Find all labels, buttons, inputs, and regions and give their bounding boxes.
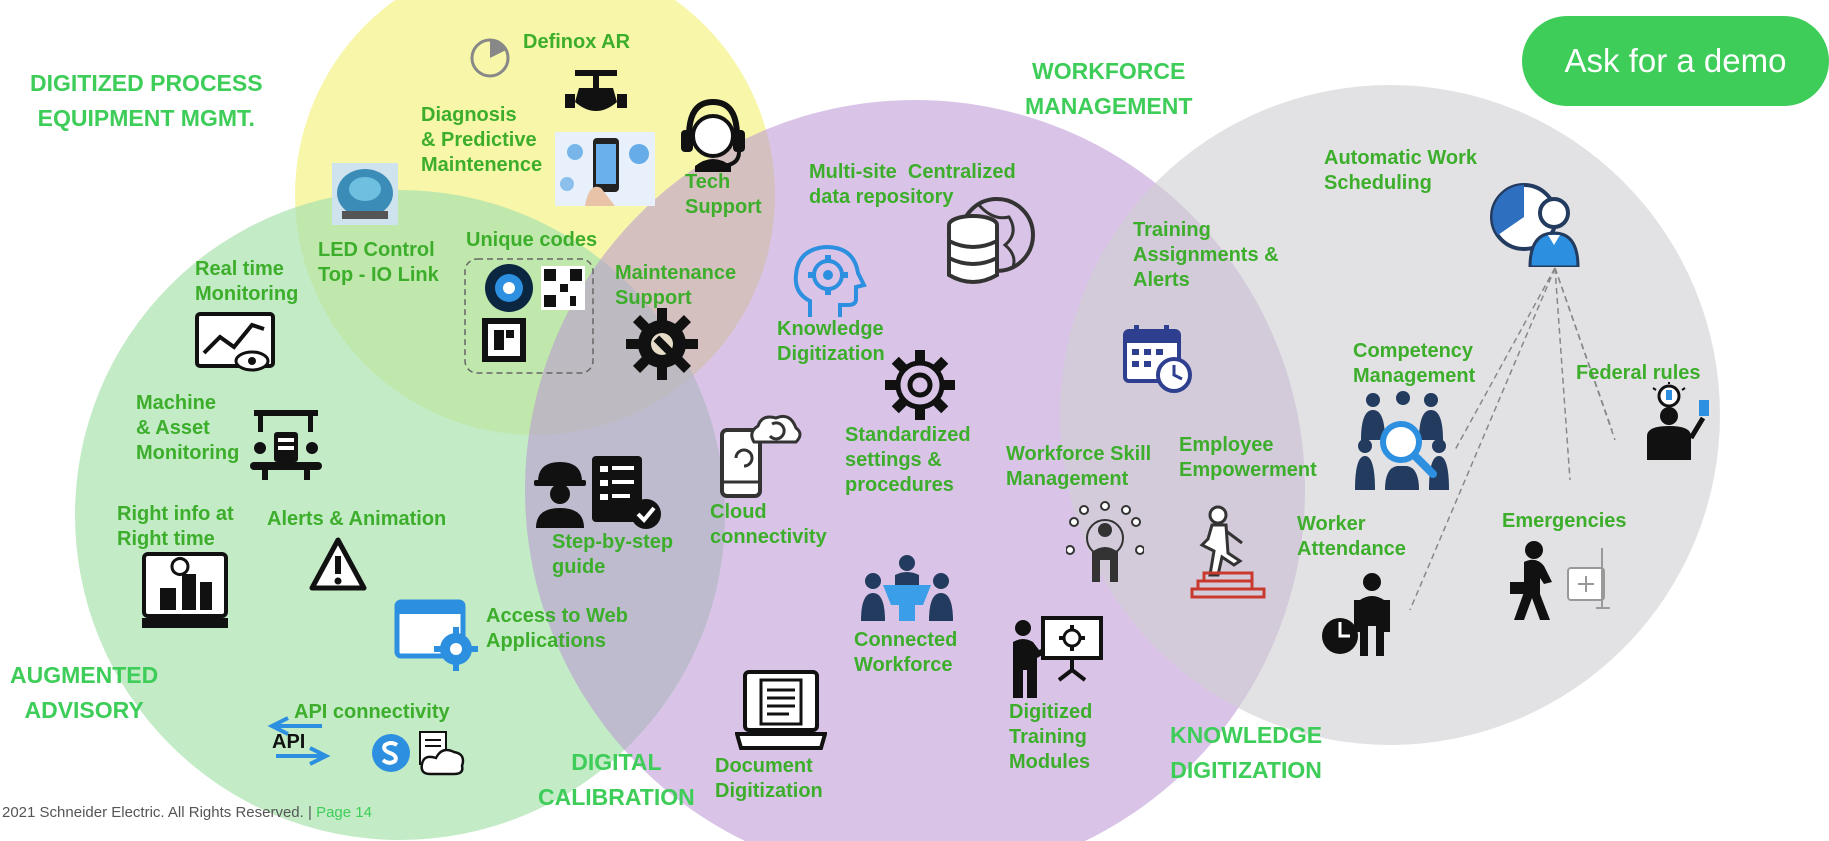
warning-triangle-icon [309,537,367,591]
footer-copyright: 2021 Schneider Electric. All Rights Rese… [2,804,317,821]
label-unique-codes: Unique codes [466,229,598,251]
label-competency-management: Competency Management [1353,340,1476,387]
label-standardized-settings: Standardized settings & procedures [845,424,971,496]
unique-codes-group-icon [464,258,594,374]
label-knowledge-digitization: Knowledge Digitization [777,318,885,365]
label-worker-attendance: Worker Attendance [1297,513,1406,560]
presentation-trainer-icon [1013,616,1103,698]
skill-network-person-icon [1066,501,1144,582]
label-access-web: Access to Web Applications [486,605,628,652]
scheduling-clock-person-icon [1490,183,1580,267]
label-digitized-training: Digitized Training Modules [1009,701,1093,773]
employee-steps-icon [1190,505,1266,599]
pie-chart-icon [470,38,510,78]
label-realtime-monitoring: Real time Monitoring [195,258,299,305]
valve-icon [565,70,627,111]
label-cloud-connectivity: Cloud connectivity [710,501,827,548]
label-employee-empowerment: Employee Empowerment [1179,434,1317,481]
label-document-digitization: Document Digitization [715,755,823,802]
page-number: Page 14 [316,804,372,821]
label-workforce-skill: Workforce Skill Management [1006,443,1152,490]
worker-checklist-icon [534,456,661,529]
database-globe-icon [947,197,1035,284]
label-auto-scheduling: Automatic Work Scheduling [1324,147,1477,194]
machine-conveyor-icon [250,410,322,480]
skype-icon [372,734,410,772]
worker-attendance-clock-icon [1322,573,1390,656]
gear-wrench-icon [626,308,698,380]
label-machine-asset: Machine & Asset Monitoring [136,392,240,464]
footer: 2021 Schneider Electric. All Rights Rese… [2,804,372,821]
settings-gear-icon [885,350,955,420]
calendar-clock-icon [1123,325,1192,393]
monitoring-screen-icon [195,312,275,372]
section-digital-calibration: DIGITAL CALIBRATION [538,749,695,810]
label-multisite-repository: Multi-site Centralized data repository [809,161,1016,208]
phone-ar-photo-icon [555,132,655,206]
meeting-workforce-icon [861,555,953,621]
section-knowledge-digitization: KNOWLEDGE DIGITIZATION [1170,722,1323,783]
label-api-connectivity: API connectivity [294,701,450,723]
label-alerts-animation: Alerts & Animation [267,508,447,530]
knowledge-gear-head-icon [793,244,867,317]
api-icon-text: API [272,731,305,753]
label-maintenance-support: Maintenance Support [615,262,737,309]
api-arrows-icon: API [267,716,331,766]
headset-support-icon [681,98,745,172]
section-augmented-advisory: AUGMENTED ADVISORY [10,662,159,723]
led-light-photo-icon [332,163,398,225]
label-step-by-step: Step-by-step guide [552,531,674,578]
label-tech-support: Tech Support [685,171,762,218]
section-digitized-process: DIGITIZED PROCESS EQUIPMENT MGMT. [30,70,263,131]
laptop-document-icon [735,670,827,750]
mobile-cloud-sync-icon [720,414,802,498]
competency-search-group-icon [1355,391,1449,490]
label-connected-workforce: Connected Workforce [854,629,958,676]
emergency-injury-icon [1510,541,1610,620]
idea-businessman-icon [1647,382,1709,460]
scheduling-connector-lines [1409,267,1616,611]
label-emergencies: Emergencies [1502,510,1627,532]
map-city-tablet-icon [142,552,228,628]
section-workforce-management: WORKFORCE MANAGEMENT [1025,58,1193,119]
label-definox-ar: Definox AR [523,31,631,53]
label-led-control: LED Control Top - IO Link [318,239,439,286]
ask-demo-button[interactable]: Ask for a demo [1522,16,1829,106]
label-training-assignments: Training Assignments & Alerts [1133,219,1279,291]
web-settings-icon [394,599,478,671]
label-federal-rules: Federal rules [1576,362,1701,384]
label-diagnosis: Diagnosis & Predictive Maintenence [421,104,543,176]
label-right-info: Right info at Right time [117,503,234,550]
documents-cloud-icon [419,731,465,776]
